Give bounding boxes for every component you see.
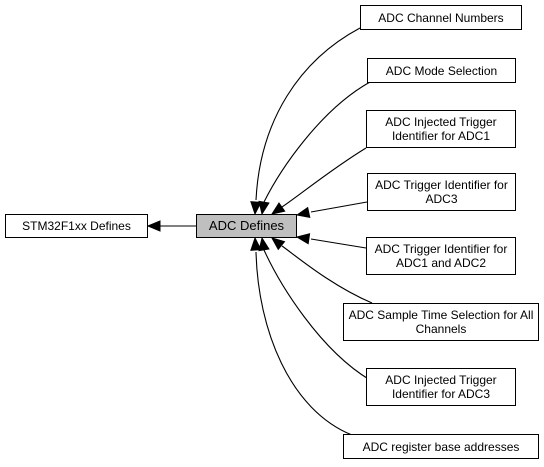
node-label: ADC Injected Trigger Identifier for ADC1 xyxy=(385,115,497,143)
edge-register-base-arrowhead xyxy=(250,236,262,251)
node-label: ADC Defines xyxy=(208,218,285,233)
node-label: ADC Injected Trigger Identifier for ADC3 xyxy=(385,373,497,401)
edge-register-base xyxy=(255,251,353,436)
node-adc-injected-trigger-adc1[interactable]: ADC Injected Trigger Identifier for ADC1 xyxy=(366,110,516,148)
edge-injected-adc1 xyxy=(281,147,367,208)
edge-injected-adc3-arrowhead xyxy=(258,236,270,252)
edge-channel-numbers xyxy=(255,27,361,201)
node-label: ADC Trigger Identifier for ADC1 and ADC2 xyxy=(374,242,508,270)
edge-channel-numbers-arrowhead xyxy=(250,201,262,216)
edge-trigger-adc1-adc2-arrowhead xyxy=(295,233,311,245)
node-label: STM32F1xx Defines xyxy=(22,219,131,233)
node-adc-mode-selection[interactable]: ADC Mode Selection xyxy=(367,58,516,83)
node-adc-trigger-adc1-adc2[interactable]: ADC Trigger Identifier for ADC1 and ADC2 xyxy=(366,237,516,275)
edge-trigger-adc3-arrowhead xyxy=(295,206,311,219)
edge-sample-time xyxy=(281,245,373,304)
node-adc-trigger-adc3[interactable]: ADC Trigger Identifier for ADC3 xyxy=(367,173,516,211)
edge-injected-adc3 xyxy=(263,249,371,381)
edge-injected-adc1-arrowhead xyxy=(270,202,286,215)
edge-mode-selection xyxy=(263,81,371,203)
node-label: ADC register base addresses xyxy=(362,439,520,454)
node-stm32f1xx-defines[interactable]: STM32F1xx Defines xyxy=(5,214,148,238)
node-adc-defines-current: ADC Defines xyxy=(196,214,297,238)
node-label: ADC Trigger Identifier for ADC3 xyxy=(375,178,508,206)
node-adc-register-base-addresses[interactable]: ADC register base addresses xyxy=(343,434,539,459)
edge-to-parent-arrowhead xyxy=(146,220,161,232)
node-adc-sample-time-selection[interactable]: ADC Sample Time Selection for All Channe… xyxy=(343,303,539,341)
node-adc-injected-trigger-adc3[interactable]: ADC Injected Trigger Identifier for ADC3 xyxy=(366,368,516,406)
node-label: ADC Channel Numbers xyxy=(378,10,504,25)
edge-mode-selection-arrowhead xyxy=(258,200,270,216)
node-label: ADC Sample Time Selection for All Channe… xyxy=(348,308,534,336)
edge-trigger-adc3 xyxy=(310,201,368,213)
node-adc-channel-numbers[interactable]: ADC Channel Numbers xyxy=(360,5,522,30)
edge-trigger-adc1-adc2 xyxy=(310,238,367,249)
edge-sample-time-arrowhead xyxy=(270,237,286,251)
node-label: ADC Mode Selection xyxy=(385,63,498,78)
